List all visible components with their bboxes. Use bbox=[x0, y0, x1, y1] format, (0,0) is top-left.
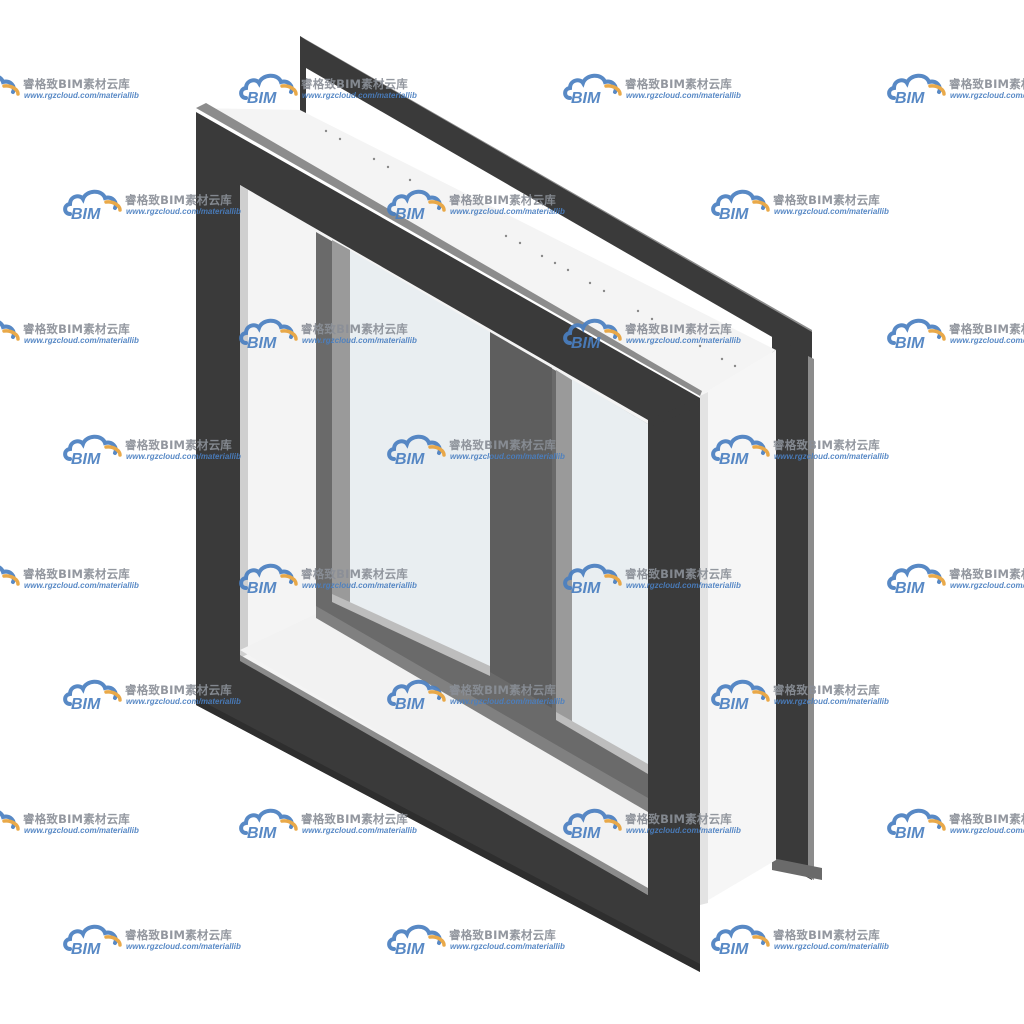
rear-frame-left-strip bbox=[300, 36, 306, 118]
wall-reveal bbox=[196, 108, 776, 905]
rear-frame-right-post bbox=[772, 335, 812, 880]
front-frame-bottom-edge bbox=[196, 698, 700, 972]
reveal-dots bbox=[324, 129, 737, 368]
reveal-top bbox=[196, 108, 776, 396]
right-sash-inner-frame bbox=[556, 370, 572, 722]
rear-frame-right-edge bbox=[808, 356, 814, 880]
opening-sill bbox=[240, 612, 648, 890]
unit-sill bbox=[316, 606, 648, 812]
sill-edge bbox=[240, 655, 648, 895]
meeting-stile bbox=[490, 332, 552, 708]
reveal-right bbox=[700, 350, 776, 905]
front-frame-right-post bbox=[648, 398, 700, 972]
rear-frame-top-face bbox=[306, 40, 812, 360]
front-frame-right-face bbox=[648, 398, 700, 428]
left-sash-bottom-rail bbox=[332, 594, 490, 676]
opening-left-reveal bbox=[240, 185, 248, 658]
reveal-right-shadow bbox=[700, 392, 708, 905]
right-sash-bottom-rail bbox=[556, 712, 648, 774]
left-sash-inner-frame bbox=[332, 240, 350, 602]
rear-frame-foot bbox=[772, 858, 822, 880]
rear-frame bbox=[300, 36, 822, 880]
